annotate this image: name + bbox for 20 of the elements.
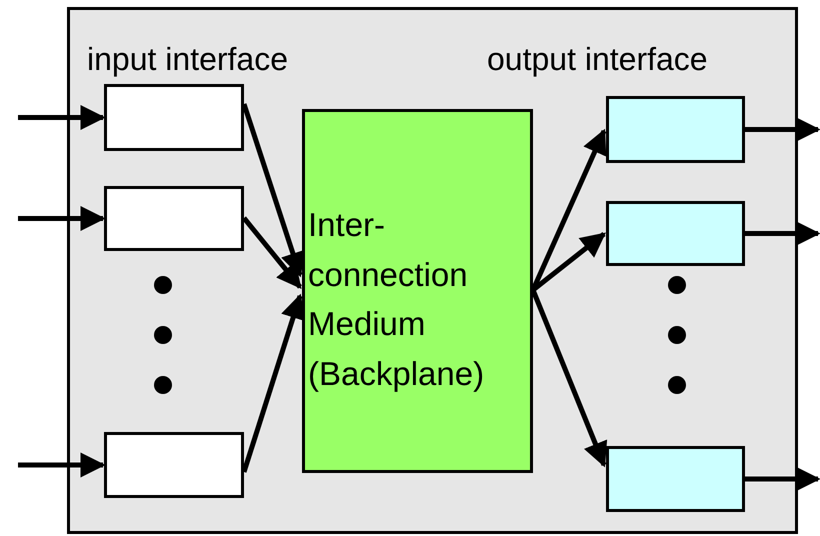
arrow xyxy=(18,206,106,231)
arrow xyxy=(242,103,305,278)
input-port-box xyxy=(104,432,244,498)
arrow xyxy=(745,117,820,142)
output-port-box xyxy=(606,96,745,163)
router-frame xyxy=(67,7,798,534)
section-heading: output interface xyxy=(487,43,708,75)
arrow xyxy=(530,289,608,468)
input-port-box xyxy=(104,84,244,151)
arrow xyxy=(18,105,106,130)
arrow xyxy=(18,452,106,478)
arrow xyxy=(745,221,820,246)
input-port-box xyxy=(104,186,244,251)
output-port-box xyxy=(606,446,745,512)
interconnect-box xyxy=(302,109,533,473)
section-heading: input interface xyxy=(87,43,288,75)
arrow xyxy=(745,466,820,492)
box-label: Inter- connection Medium (Backplane) xyxy=(308,205,486,394)
output-port-box xyxy=(606,201,745,266)
arrow xyxy=(242,216,302,289)
